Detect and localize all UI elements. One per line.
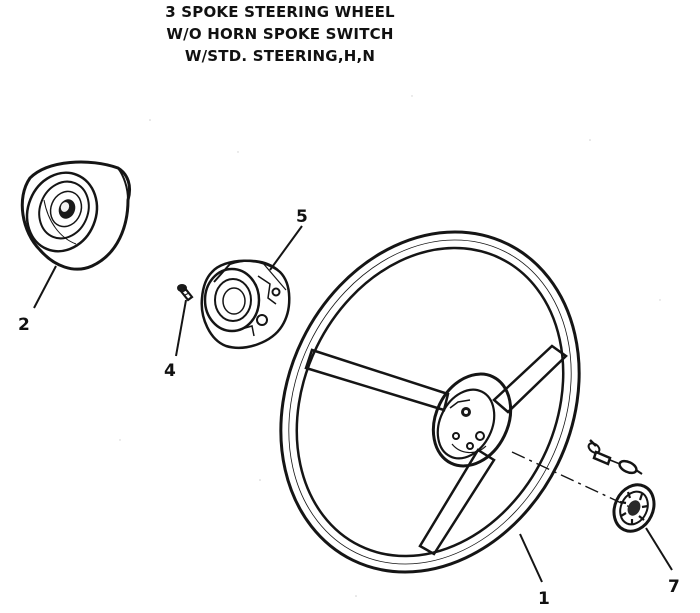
diagram-title-line-2: W/O HORN SPOKE SWITCH bbox=[166, 25, 394, 43]
screw-part bbox=[177, 284, 194, 302]
contact-plate-part bbox=[200, 259, 291, 349]
assembly-centerline bbox=[511, 451, 633, 509]
callout-1-leader bbox=[519, 533, 543, 583]
horn-cap-part bbox=[20, 160, 132, 271]
diagram-title-line-3: W/STD. STEERING,H,N bbox=[184, 47, 376, 65]
callout-4-leader bbox=[175, 299, 187, 357]
callout-5-label: 5 bbox=[296, 207, 308, 227]
callout-4-label: 4 bbox=[164, 361, 176, 381]
retainer-washer-part bbox=[612, 483, 656, 533]
callout-2-label: 2 bbox=[18, 315, 30, 335]
callout-2-leader bbox=[33, 265, 57, 309]
callout-1-label: 1 bbox=[538, 589, 550, 609]
callout-7-leader bbox=[645, 527, 673, 571]
callout-7-label: 7 bbox=[668, 577, 680, 597]
print-specks bbox=[119, 95, 661, 597]
callout-5-leader bbox=[269, 225, 303, 271]
steering-wheel-part bbox=[279, 230, 581, 574]
diagram-title-line-1: 3 SPOKE STEERING WHEEL bbox=[165, 3, 395, 21]
horn-contact-wire bbox=[587, 439, 643, 475]
